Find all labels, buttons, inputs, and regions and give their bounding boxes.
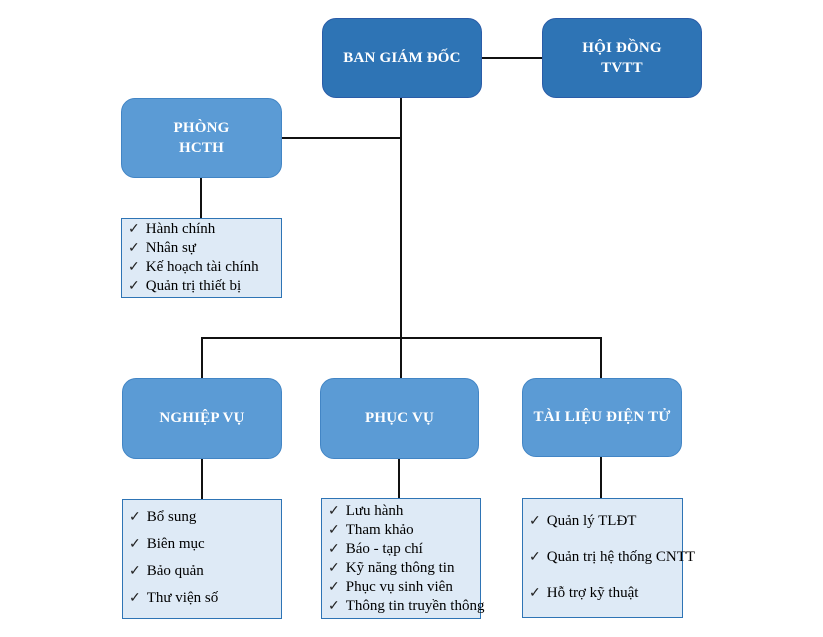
list-item: ✓ Kỹ năng thông tin xyxy=(328,559,476,578)
list-item: ✓ Quản lý TLĐT xyxy=(529,512,678,531)
node-hoi-dong-tvtt: HỘI ĐỒNG TVTT xyxy=(542,18,702,98)
node-label-line1: PHÒNG xyxy=(173,119,230,136)
list-phuc-vu: ✓ Lưu hành ✓ Tham khảo ✓ Báo - tạp chí ✓… xyxy=(321,498,484,619)
node-label: TÀI LIỆU ĐIỆN TỬ xyxy=(533,409,671,426)
edge-drop-tailieu xyxy=(600,337,602,378)
list-item: ✓ Lưu hành xyxy=(328,502,476,521)
list-item: ✓ Hành chính xyxy=(128,220,277,239)
list-item: ✓ Quản trị hệ thống CNTT xyxy=(529,548,695,567)
list-item-label: Tham khảo xyxy=(345,521,414,538)
node-nghiep-vu: NGHIỆP VỤ xyxy=(122,378,282,459)
checkmark-icon: ✓ xyxy=(328,541,340,557)
edge-drop-phucvu xyxy=(400,337,402,378)
node-label: PHỤC VỤ xyxy=(364,410,435,427)
list-item-label: Phục vụ sinh viên xyxy=(345,578,453,595)
edge-nghiepvu-list xyxy=(201,458,203,499)
list-item: ✓ Phục vụ sinh viên xyxy=(328,578,476,597)
list-item-label: Bảo quản xyxy=(146,563,204,579)
list-item-label: Kế hoạch tài chính xyxy=(145,259,259,275)
list-item: ✓ Thông tin truyền thông xyxy=(328,597,484,616)
node-tai-lieu-dien-tu: TÀI LIỆU ĐIỆN TỬ xyxy=(522,378,682,457)
edge-drop-nghiepvu xyxy=(201,337,203,378)
checkmark-icon: ✓ xyxy=(129,537,141,552)
node-label: NGHIỆP VỤ xyxy=(159,410,245,427)
list-item: ✓ Nhân sự xyxy=(128,239,277,258)
list-item: ✓ Tham khảo xyxy=(328,521,476,540)
edge-phucvu-list xyxy=(398,458,400,498)
checkmark-icon: ✓ xyxy=(128,222,140,237)
list-item-label: Kỹ năng thông tin xyxy=(345,559,455,576)
node-label-line2: TVTT xyxy=(601,60,643,76)
checkmark-icon: ✓ xyxy=(529,513,541,529)
checkmark-icon: ✓ xyxy=(129,564,141,579)
list-nghiep-vu: ✓ Bổ sung ✓ Biên mục ✓ Bảo quản ✓ Thư vi… xyxy=(122,499,282,619)
checkmark-icon: ✓ xyxy=(328,598,340,614)
list-tai-lieu-dien-tu: ✓ Quản lý TLĐT ✓ Quản trị hệ thống CNTT … xyxy=(522,498,695,618)
checkmark-icon: ✓ xyxy=(128,279,140,294)
list-item: ✓ Thư viện số xyxy=(129,589,277,608)
edge-trunk-phonghcth xyxy=(282,137,401,139)
list-item-label: Báo - tạp chí xyxy=(345,540,423,557)
list-item-label: Nhân sự xyxy=(145,240,196,256)
list-item-label: Quản trị thiết bị xyxy=(145,278,242,294)
list-item: ✓ Bổ sung xyxy=(129,508,277,527)
list-item: ✓ Báo - tạp chí xyxy=(328,540,476,559)
node-label-line1: HỘI ĐỒNG xyxy=(582,39,662,56)
list-item: ✓ Quản trị thiết bị xyxy=(128,277,277,296)
node-label-line2: HCTH xyxy=(179,140,224,156)
node-phuc-vu: PHỤC VỤ xyxy=(320,378,479,459)
list-item-label: Hành chính xyxy=(145,221,216,237)
node-phong-hcth: PHÒNG HCTH xyxy=(121,98,282,178)
checkmark-icon: ✓ xyxy=(328,522,340,538)
list-item: ✓ Hỗ trợ kỹ thuật xyxy=(529,584,678,603)
node-label: BAN GIÁM ĐỐC xyxy=(343,49,461,66)
list-item-label: Quản lý TLĐT xyxy=(546,512,637,529)
list-item: ✓ Kế hoạch tài chính xyxy=(128,258,277,277)
edge-bangiamdoc-hoidong xyxy=(482,57,542,59)
list-item: ✓ Biên mục xyxy=(129,535,277,554)
edge-tailieu-list xyxy=(600,457,602,498)
list-item-label: Hỗ trợ kỹ thuật xyxy=(546,584,639,601)
checkmark-icon: ✓ xyxy=(328,503,340,519)
edge-bangiamdoc-trunk xyxy=(400,98,402,339)
edge-phonghcth-list xyxy=(200,178,202,218)
list-item-label: Lưu hành xyxy=(345,502,404,519)
list-item-label: Thông tin truyền thông xyxy=(345,597,485,614)
checkmark-icon: ✓ xyxy=(328,560,340,576)
checkmark-icon: ✓ xyxy=(128,241,140,256)
node-ban-giam-doc: BAN GIÁM ĐỐC xyxy=(322,18,482,98)
list-item-label: Thư viện số xyxy=(146,590,219,606)
list-item: ✓ Bảo quản xyxy=(129,562,277,581)
list-item-label: Bổ sung xyxy=(146,509,197,525)
list-phong-hcth: ✓ Hành chính ✓ Nhân sự ✓ Kế hoạch tài ch… xyxy=(121,218,282,298)
checkmark-icon: ✓ xyxy=(328,579,340,595)
checkmark-icon: ✓ xyxy=(529,585,541,601)
list-item-label: Quản trị hệ thống CNTT xyxy=(546,548,696,565)
checkmark-icon: ✓ xyxy=(129,510,141,525)
checkmark-icon: ✓ xyxy=(128,260,140,275)
checkmark-icon: ✓ xyxy=(129,591,141,606)
checkmark-icon: ✓ xyxy=(529,549,541,565)
list-item-label: Biên mục xyxy=(146,536,205,552)
